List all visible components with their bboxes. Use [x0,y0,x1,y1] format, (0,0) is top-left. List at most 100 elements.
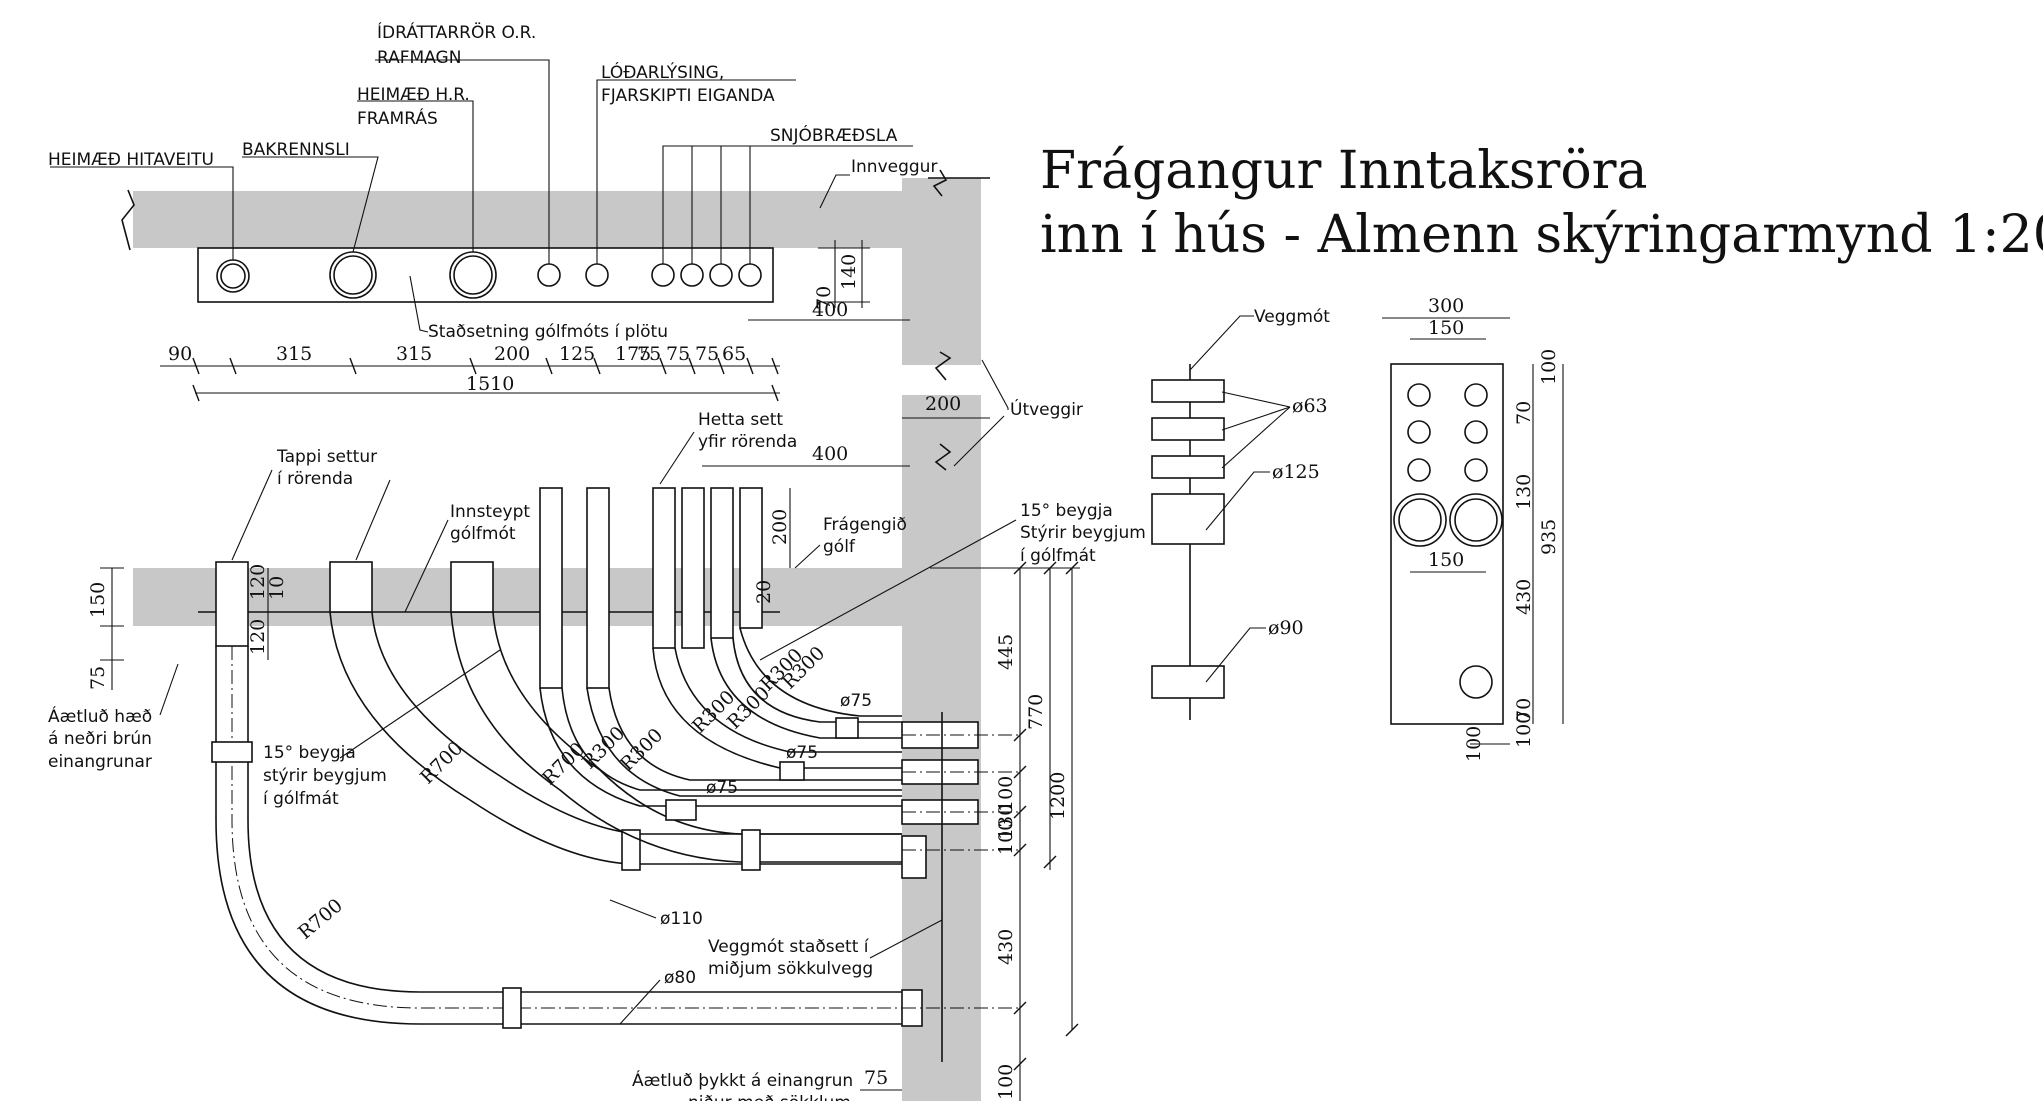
dim-veggmat-150-b: 150 [1428,549,1464,571]
dim-130: 130 [995,804,1017,840]
outer-wall-upper [902,178,981,365]
dim-veggmat-150-a: 150 [1428,317,1464,339]
label-fragengid-2: gólf [823,537,856,557]
label-aetlud-3: einangrunar [48,752,152,772]
dim-veggmat-130: 130 [1513,474,1535,510]
dim-veggmat-935: 935 [1538,519,1560,555]
dim-chain-9: 65 [722,343,746,365]
pipe-framras-outer [450,611,902,863]
label-vegg-1: Veggmót staðsett í [708,937,870,957]
right-dim-ticks [1013,561,1079,1071]
dim-100-a: 100 [995,776,1017,812]
dim-chain-6: 75 [637,343,661,365]
label-tappi-2: í rörenda [277,469,353,489]
label-veggmat: Veggmót [1254,307,1330,327]
dim-r700-c: R700 [294,894,347,943]
label-fragengid-1: Frágengið [823,515,907,535]
label-beygja-l-2: stýrir beygjum [263,766,387,786]
label-hetta-2: yfir rörenda [698,432,797,452]
pipe-snjobraedsla-2 [680,263,704,287]
label-d75-c: ø75 [706,778,738,798]
dim-veggmat-70-b: 70 [1513,698,1535,722]
wall-slab-joint [902,568,981,626]
dim-veggmat-300: 300 [1428,295,1464,317]
dim-r300-b: R300 [616,724,667,775]
pipe-hitaveita-outer [215,646,902,1025]
dim-veggmat-100: 100 [1538,349,1560,385]
dim-120-a: 120 [247,564,269,600]
dim-200-v: 200 [769,509,791,545]
pipe-bakrennsli-inner [371,611,902,835]
dim-chain-5: 175 [615,343,651,365]
label-beygja-l-1: 15° beygja [263,743,356,763]
label-d75-a: ø75 [840,691,872,711]
dim-chain-3: 200 [494,343,530,365]
label-thykkt-2: niður með sökklum [688,1093,851,1101]
chain-ticks [192,357,779,375]
label-veggmat-d63: ø63 [1292,395,1328,417]
label-aetlud-1: Áætluð hæð [48,705,152,727]
pipe-framras [449,251,497,299]
dim-445: 445 [995,634,1017,670]
label-idrattarror: ÍDRÁTTARRÖR O.R. [377,21,536,43]
label-beygja-r-1: 15° beygja [1020,501,1113,521]
pipe-bakrennsli-outer [329,611,902,865]
label-vegg-2: miðjum sökkulvegg [708,959,873,979]
pipe-snjobraedsla-3 [709,263,733,287]
pipe-lodarlysing [585,263,609,287]
label-stadsetning: Staðsetning gólfmóts í plötu [428,322,668,342]
dim-100-b: 100 [995,819,1017,855]
veggmat-detail: Veggmót ø63 ø125 ø90 300 150 150 100 70 … [1151,295,1564,762]
veggmat-front-plate [1390,363,1504,725]
label-snjobraedsla: SNJÓBRÆÐSLA [770,124,898,146]
label-d80: ø80 [664,968,696,988]
dim-veggmat-430: 430 [1513,579,1535,615]
dim-chain-8: 75 [695,343,719,365]
label-aetlud-2: á neðri brún [48,729,152,749]
dim-100-c: 100 [995,1064,1017,1100]
title-block: Frágangur Inntaksröra inn í hús - Almenn… [1040,141,2043,265]
label-innveggur: Innveggur [851,157,937,177]
dim-chain-7: 75 [666,343,690,365]
dim-400-section: 400 [812,443,848,465]
dim-200-wall: 200 [925,393,961,415]
dim-chain-4: 125 [559,343,595,365]
dim-r700-b: R700 [538,738,589,789]
label-innsteypt-2: gólfmót [450,524,516,544]
label-beygja-r-3: í gólfmát [1020,546,1096,566]
title-line-1: Frágangur Inntaksröra [1040,141,1648,201]
inner-wall-plan [133,191,981,248]
pipe-snjobraedsla-4 [738,263,762,287]
pipe-bakrennsli [329,251,377,299]
label-thykkt-1: Áætluð þykkt á einangrun [632,1069,853,1091]
break-symbol-top [932,169,948,197]
label-framras: FRAMRÁS [357,107,438,129]
label-innsteypt-1: Innsteypt [450,502,530,522]
break-symbol-left [121,189,135,251]
dim-140: 140 [838,254,860,290]
label-fjarskipti: FJARSKIPTI EIGANDA [601,86,775,106]
section-view: Hetta sett yfir rörenda Tappi settur í r… [48,410,1146,1101]
floor-slab-section [133,568,902,626]
label-d110: ø110 [660,909,703,929]
plan-view: ÍDRÁTTARRÖR O.R. RAFMAGN LÓÐARLÝSING, FJ… [48,21,1083,471]
label-veggmat-d90: ø90 [1268,617,1304,639]
dim-20: 20 [753,580,775,604]
label-beygja-r-2: Stýrir beygjum [1020,523,1146,543]
dim-75-b: 75 [864,1067,888,1089]
dim-430: 430 [995,929,1017,965]
dim-150: 150 [87,582,109,618]
dim-770: 770 [1025,694,1047,730]
floor-form-box [197,247,774,303]
pipe-hitaveita-inner [247,646,902,993]
dim-1200: 1200 [1047,772,1069,820]
dim-chain-2: 315 [396,343,432,365]
label-lodarlysing: LÓÐARLÝSING, [601,61,724,83]
pipe-snjobraedsla-1 [651,263,675,287]
label-bakrennsli: BAKRENNSLI [242,140,350,160]
label-utveggir: Útveggir [1010,398,1083,420]
label-tappi-1: Tappi settur [276,447,377,467]
dim-70: 70 [813,286,835,310]
dim-veggmat-100-b: 100 [1513,712,1535,748]
